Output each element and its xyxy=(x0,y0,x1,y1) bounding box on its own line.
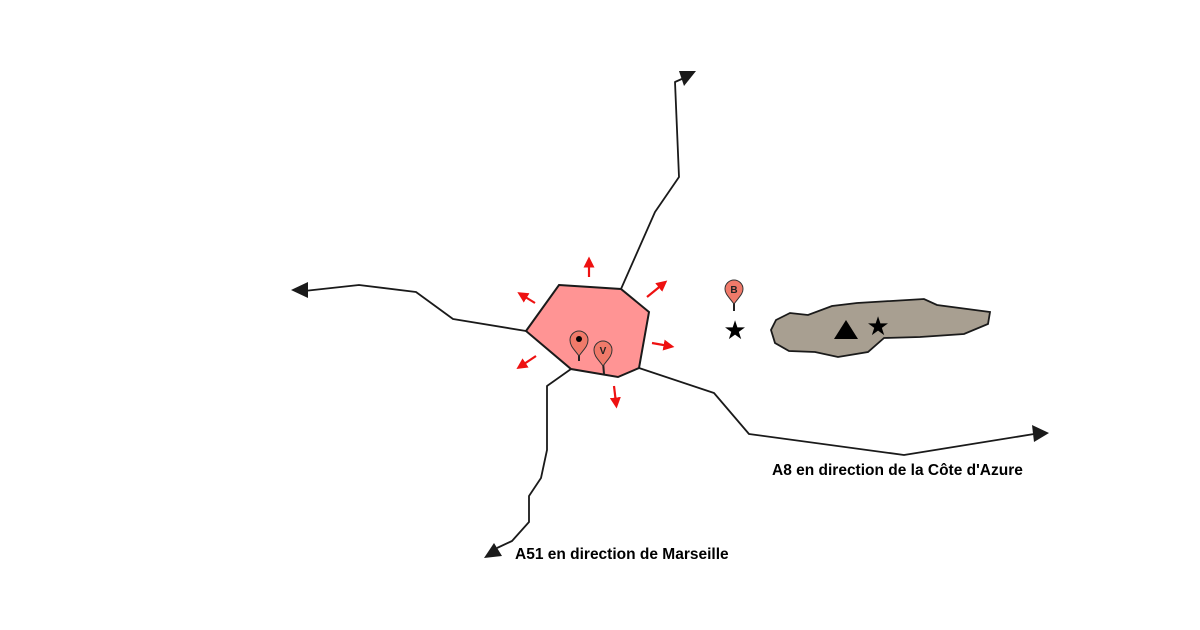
expansion-arrow-icon xyxy=(651,339,675,351)
summit-triangle-icon xyxy=(834,320,858,339)
pin-b-label: B xyxy=(730,285,737,296)
road-west xyxy=(303,284,527,332)
road-north-arrow-icon xyxy=(679,71,696,86)
label-a8: A8 en direction de la Côte d'Azure xyxy=(772,462,1023,479)
pin-b[interactable]: B xyxy=(724,279,744,311)
dot-icon xyxy=(576,336,582,342)
expansion-arrow-icon xyxy=(517,292,536,304)
pin-center[interactable] xyxy=(569,330,589,361)
star-icon: ★ xyxy=(723,315,746,345)
pin-v[interactable]: V xyxy=(593,340,613,375)
natural-area[interactable] xyxy=(770,298,992,358)
expansion-arrows xyxy=(516,256,675,409)
road-a8-arrow-icon xyxy=(1032,425,1049,442)
star-icon: ★ xyxy=(866,311,889,341)
expansion-arrow-icon xyxy=(609,385,621,409)
road-west-arrow-icon xyxy=(291,282,308,298)
road-north xyxy=(620,77,685,290)
city-area[interactable] xyxy=(524,283,651,379)
road-a8 xyxy=(638,367,1035,456)
expansion-arrow-icon xyxy=(516,355,537,370)
label-a51: A51 en direction de Marseille xyxy=(515,546,729,563)
road-a51 xyxy=(496,368,572,549)
expansion-arrow-icon xyxy=(646,280,668,298)
road-a51-arrow-icon xyxy=(484,543,502,558)
pin-v-label: V xyxy=(600,346,607,357)
